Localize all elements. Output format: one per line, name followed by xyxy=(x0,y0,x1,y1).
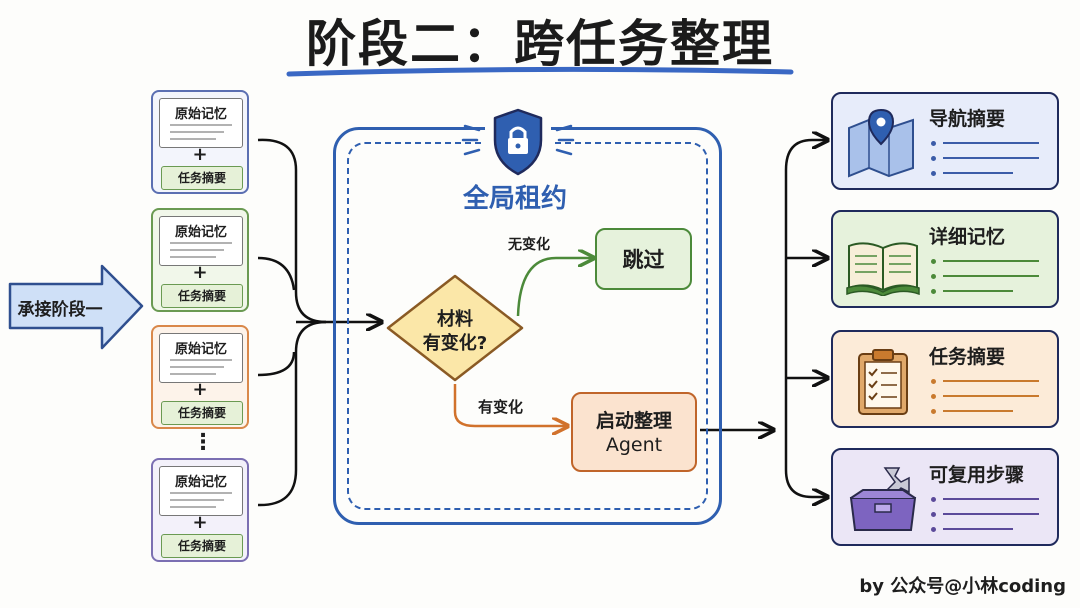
bullet xyxy=(931,409,936,414)
clipboard-checklist-icon xyxy=(858,349,908,415)
title-underline xyxy=(286,66,794,77)
page-title: 阶段二：跨任务整理 xyxy=(306,15,774,73)
output-card-reusable-steps: 可复用步骤 xyxy=(831,448,1059,546)
task-summary-label: 任务摘要 xyxy=(177,406,226,420)
memory-card-3: 原始记忆 + 任务摘要 xyxy=(151,325,249,429)
bullet-line xyxy=(943,172,1013,174)
changed-arrow xyxy=(453,384,566,426)
task-summary-label: 任务摘要 xyxy=(177,539,226,553)
bullet-line xyxy=(943,290,1013,292)
bullet xyxy=(931,171,936,176)
decision-line-1: 材料 xyxy=(437,309,473,330)
bullet xyxy=(931,394,936,399)
input-arrow xyxy=(8,264,144,350)
task-summary-label: 任务摘要 xyxy=(177,289,226,303)
agent-label-line-1: 启动整理 xyxy=(595,410,672,432)
text-lines-icon xyxy=(170,492,232,508)
bullet xyxy=(931,379,936,384)
output-card-detailed-memory: 详细记忆 xyxy=(831,210,1059,308)
plus-sign: + xyxy=(192,512,208,533)
output-card-task-summary: 任务摘要 xyxy=(831,330,1059,428)
bullet xyxy=(931,141,936,146)
bullet-line xyxy=(943,410,1013,412)
task-summary-box: 任务摘要 xyxy=(161,166,243,190)
bullet xyxy=(931,259,936,264)
lock-shield-icon xyxy=(461,108,575,176)
bullet-line xyxy=(943,395,1039,397)
task-summary-box: 任务摘要 xyxy=(161,401,243,425)
skip-box: 跳过 xyxy=(595,228,692,290)
decision-diamond xyxy=(386,274,524,382)
fanout-line-1 xyxy=(784,140,826,430)
merge-line-4 xyxy=(257,320,327,507)
text-lines-icon xyxy=(170,242,232,258)
decision-line-2: 有变化? xyxy=(422,333,488,354)
agent-label-line-2: Agent xyxy=(605,434,663,456)
plus-sign: + xyxy=(192,379,208,400)
plus-sign: + xyxy=(192,144,208,165)
bullet-line xyxy=(943,157,1039,159)
task-summary-box: 任务摘要 xyxy=(161,284,243,308)
bullet-line xyxy=(943,498,1039,500)
raw-memory-box: 原始记忆 xyxy=(159,216,243,266)
changed-label: 有变化 xyxy=(478,398,524,416)
bullet-line xyxy=(943,275,1039,277)
raw-memory-box: 原始记忆 xyxy=(159,98,243,148)
memory-card-4: 原始记忆 + 任务摘要 xyxy=(151,458,249,562)
output-label: 详细记忆 xyxy=(929,226,1006,248)
merge-line-3 xyxy=(257,351,296,377)
open-book-icon xyxy=(846,242,920,296)
merge-line-1 xyxy=(257,138,327,324)
output-label: 导航摘要 xyxy=(929,108,1006,130)
map-pin-icon xyxy=(848,108,914,178)
output-label: 可复用步骤 xyxy=(929,464,1025,486)
bullet xyxy=(931,512,936,517)
raw-memory-label: 原始记忆 xyxy=(174,342,227,357)
input-arrow-label: 承接阶段一 xyxy=(17,300,103,320)
raw-memory-label: 原始记忆 xyxy=(174,107,227,122)
fanout-line-4 xyxy=(784,430,826,497)
bullet-line xyxy=(943,260,1039,262)
bullet-line xyxy=(943,142,1039,144)
plus-sign: + xyxy=(192,262,208,283)
bullet-line xyxy=(943,513,1039,515)
text-lines-icon xyxy=(170,359,232,375)
task-summary-label: 任务摘要 xyxy=(177,171,226,185)
output-label: 任务摘要 xyxy=(929,346,1006,368)
skip-label: 跳过 xyxy=(622,248,665,272)
no-change-arrow xyxy=(516,258,592,317)
raw-memory-box: 原始记忆 xyxy=(159,333,243,383)
raw-memory-label: 原始记忆 xyxy=(174,225,227,240)
merge-line-2 xyxy=(257,256,296,291)
output-card-navigation-summary: 导航摘要 xyxy=(831,92,1059,190)
raw-memory-label: 原始记忆 xyxy=(174,475,227,490)
agent-box: 启动整理 Agent xyxy=(571,392,697,472)
ellipsis: ⋮ xyxy=(192,430,214,455)
bullet xyxy=(931,156,936,161)
toolbox-icon xyxy=(849,467,917,531)
text-lines-icon xyxy=(170,124,232,140)
no-change-label: 无变化 xyxy=(508,237,550,253)
credit-text: by 公众号@小林coding xyxy=(859,576,1066,597)
bullet-line xyxy=(943,380,1039,382)
lease-title: 全局租约 xyxy=(462,184,567,214)
bullet xyxy=(931,289,936,294)
bullet xyxy=(931,497,936,502)
memory-card-1: 原始记忆 + 任务摘要 xyxy=(151,90,249,194)
raw-memory-box: 原始记忆 xyxy=(159,466,243,516)
bullet xyxy=(931,527,936,532)
bullet xyxy=(931,274,936,279)
bullet-line xyxy=(943,528,1013,530)
memory-card-2: 原始记忆 + 任务摘要 xyxy=(151,208,249,312)
task-summary-box: 任务摘要 xyxy=(161,534,243,558)
